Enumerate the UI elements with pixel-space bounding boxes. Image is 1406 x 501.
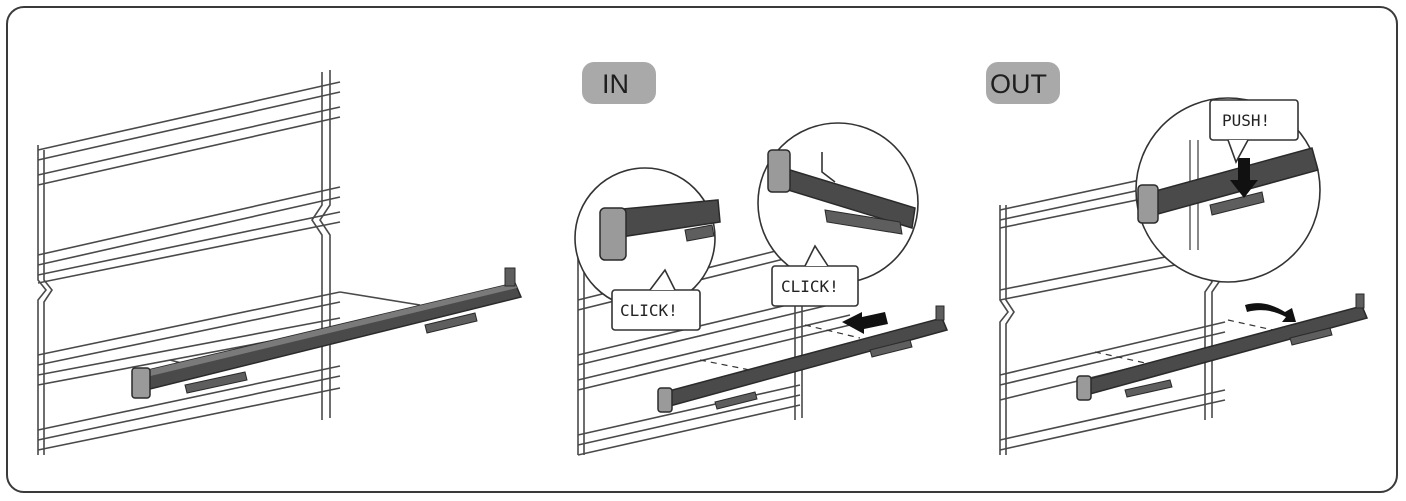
svg-text:CLICK!: CLICK! [620, 301, 678, 320]
push-arrow-icon [842, 312, 888, 334]
callout-click-left: CLICK! [611, 268, 701, 331]
panel-out: OUT [986, 62, 1369, 455]
svg-text:IN: IN [602, 69, 629, 99]
magnifier-in-left [574, 167, 721, 309]
telescopic-rail-3 [1076, 293, 1369, 401]
svg-text:CLICK!: CLICK! [781, 277, 839, 296]
svg-text:OUT: OUT [990, 69, 1047, 99]
magnifier-in-right [757, 122, 919, 284]
callout-click-right: CLICK! [771, 244, 859, 307]
callout-push: PUSH! [1209, 99, 1299, 164]
panel-in: IN CLICK! [574, 62, 949, 456]
click-arrow-icon [1230, 158, 1258, 198]
telescopic-rail-1 [131, 267, 523, 399]
out-label: OUT [986, 62, 1060, 104]
panel-overview [37, 70, 523, 455]
side-rack-1 [37, 70, 421, 455]
pull-arrow-icon [1245, 303, 1296, 322]
in-label: IN [582, 62, 656, 104]
magnifier-out [1135, 97, 1321, 283]
svg-text:PUSH!: PUSH! [1222, 111, 1270, 130]
telescopic-rail-2 [657, 305, 949, 413]
